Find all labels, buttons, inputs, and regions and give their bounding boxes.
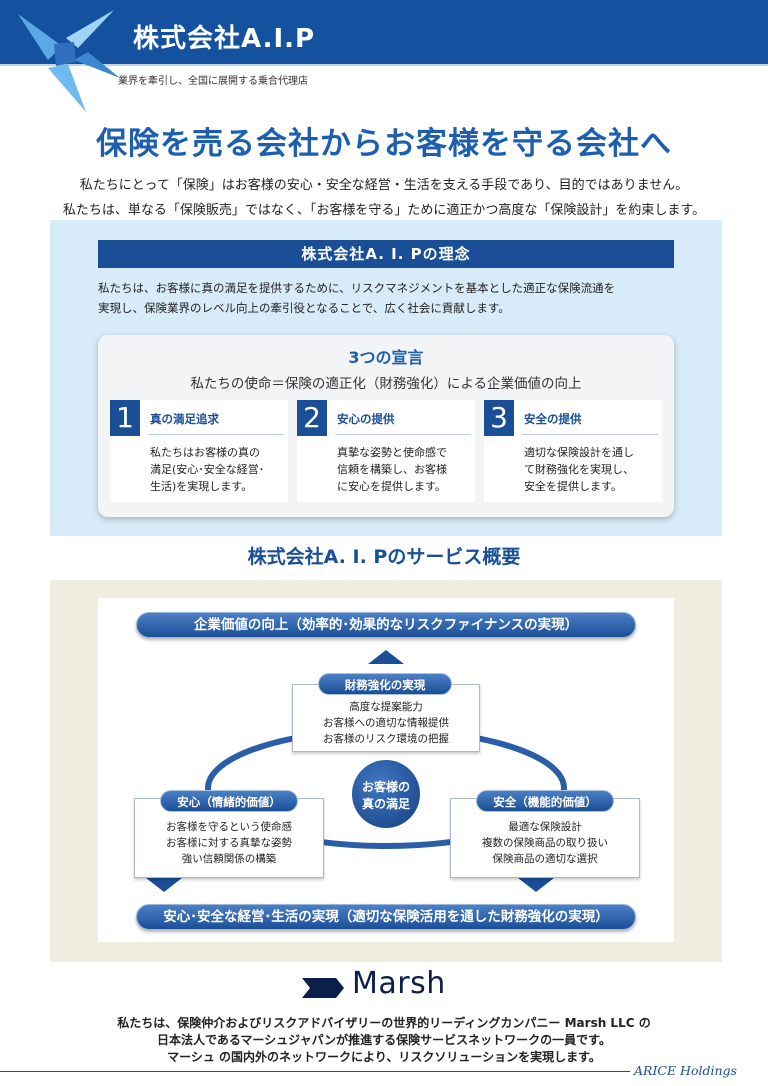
declaration-item: 2 安心の提供 真摯な姿勢と使命感で 信頼を構築し、お客様 に安心を提供します。 <box>297 400 475 502</box>
declaration-body: 私たちはお客様の真の 満足(安心･安全な経営･ 生活)を実現します。 <box>150 444 264 495</box>
header-band <box>0 0 768 64</box>
declaration-heading: 安心の提供 <box>337 412 395 426</box>
detail-line: 高度な提案能力 <box>349 701 423 713</box>
detail-line: 保険商品の適切な選択 <box>492 853 598 865</box>
center-text: 真の満足 <box>361 797 410 811</box>
detail-line: お客様への適切な情報提供 <box>323 717 449 729</box>
header-divider <box>0 64 768 66</box>
declaration-title: 3つの宣言 <box>348 348 424 367</box>
divider <box>522 434 658 435</box>
finance-details: 高度な提案能力 お客様への適切な情報提供 お客様のリスク環境の把握 <box>293 699 479 747</box>
footer-rule <box>0 1071 630 1072</box>
declaration-line: 真摯な姿勢と使命感で <box>337 446 447 459</box>
company-name: 株式会社A.I.P <box>133 24 316 54</box>
detail-line: お客様を守るという使命感 <box>166 821 292 833</box>
declaration-number: 3 <box>484 400 514 436</box>
declaration-line: に安心を提供します。 <box>337 480 446 493</box>
intro-line: 私たちにとって「保険」はお客様の安心・安全な経営・生活を支える手段であり、目的で… <box>79 178 689 193</box>
philosophy-title: 株式会社A. I. Pの理念 <box>98 240 674 268</box>
aip-star-logo-icon <box>18 10 120 112</box>
philosophy-text: 実現し、保険業界のレベル向上の牽引役となることで、広く社会に貢献します。 <box>98 301 510 315</box>
declaration-body: 真摯な姿勢と使命感で 信頼を構築し、お客様 に安心を提供します。 <box>337 444 447 495</box>
top-goal-banner: 企業価値の向上（効率的･効果的なリスクファイナンスの実現） <box>136 612 636 638</box>
declaration-line: 信頼を構築し、お客様 <box>337 463 447 476</box>
declaration-heading: 安全の提供 <box>524 412 582 426</box>
marsh-logo-icon <box>302 978 344 998</box>
declaration-line: 満足(安心･安全な経営･ <box>150 463 265 476</box>
declaration-item: 1 真の満足追求 私たちはお客様の真の 満足(安心･安全な経営･ 生活)を実現し… <box>110 400 288 502</box>
divider <box>335 434 471 435</box>
headline: 保険を売る会社からお客様を守る会社へ <box>96 126 672 162</box>
up-arrow-icon <box>368 650 404 664</box>
marsh-text: 私たちは、保険仲介およびリスクアドバイザリーの世界的リーディングカンパニー Ma… <box>117 1016 651 1030</box>
detail-line: 強い信頼関係の構築 <box>181 853 277 865</box>
center-circle: お客様の 真の満足 <box>352 760 420 828</box>
declaration-line: て財務強化を実現し、 <box>524 463 634 476</box>
down-arrow-icon <box>146 878 182 892</box>
declaration-number: 2 <box>297 400 327 436</box>
safety-details: 最適な保険設計 複数の保険商品の取り扱い 保険商品の適切な選択 <box>451 819 639 867</box>
declaration-line: 安全を提供します。 <box>524 480 622 493</box>
center-text: お客様の <box>361 780 410 794</box>
intro-line: 私たちは、単なる「保険販売」ではなく、「お客様を守る」ために適正かつ高度な「保険… <box>62 203 706 218</box>
finance-label: 財務強化の実現 <box>318 673 452 695</box>
detail-line: お客様に対する真摯な姿勢 <box>166 837 292 849</box>
detail-line: お客様のリスク環境の把握 <box>323 733 449 745</box>
declaration-body: 適切な保険設計を通し て財務強化を実現し、 安全を提供します。 <box>524 444 634 495</box>
relief-label: 安心（情緒的価値） <box>160 790 298 812</box>
marsh-text: マーシュ の国内外のネットワークにより、リスクソリューションを実現します。 <box>167 1050 601 1064</box>
declaration-line: 生活)を実現します。 <box>150 480 253 493</box>
footer-brand: ARICE Holdings <box>634 1063 737 1078</box>
safety-value-box: 最適な保険設計 複数の保険商品の取り扱い 保険商品の適切な選択 <box>450 798 640 878</box>
declaration-heading: 真の満足追求 <box>150 412 219 426</box>
detail-line: 複数の保険商品の取り扱い <box>482 837 608 849</box>
relief-details: お客様を守るという使命感 お客様に対する真摯な姿勢 強い信頼関係の構築 <box>135 819 323 867</box>
down-arrow-icon <box>518 878 554 892</box>
declaration-number: 1 <box>110 400 140 436</box>
declaration-line: 私たちはお客様の真の <box>150 446 260 459</box>
finance-value-box: 高度な提案能力 お客様への適切な情報提供 お客様のリスク環境の把握 <box>292 684 480 752</box>
marsh-wordmark: Marsh <box>352 966 446 1001</box>
detail-line: 最適な保険設計 <box>508 821 582 833</box>
safety-label: 安全（機能的価値） <box>476 790 614 812</box>
declaration-item: 3 安全の提供 適切な保険設計を通し て財務強化を実現し、 安全を提供します。 <box>484 400 662 502</box>
bottom-goal-banner: 安心･安全な経営･生活の実現（適切な保険活用を通した財務強化の実現） <box>136 904 636 930</box>
philosophy-text: 私たちは、お客様に真の満足を提供するために、リスクマネジメントを基本とした適正な… <box>98 281 616 295</box>
marsh-text: 日本法人であるマーシュジャパンが推進する保険サービスネットワークの一員です。 <box>157 1033 611 1047</box>
divider <box>148 434 284 435</box>
declaration-line: 適切な保険設計を通し <box>524 446 634 459</box>
declaration-subtitle: 私たちの使命＝保険の適正化（財務強化）による企業価値の向上 <box>190 376 582 392</box>
tagline: 業界を牽引し、全国に展開する乗合代理店 <box>118 76 308 87</box>
services-title: 株式会社A. I. Pのサービス概要 <box>247 546 521 568</box>
